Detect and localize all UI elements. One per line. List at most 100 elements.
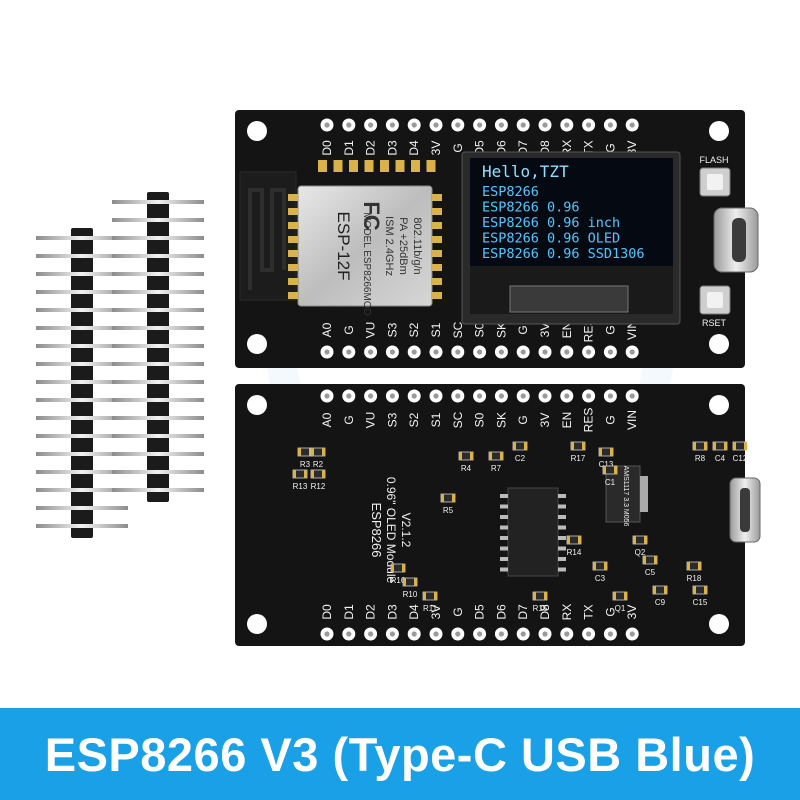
header-pin	[112, 236, 204, 240]
usb-c-port-back	[729, 477, 761, 543]
header-pin	[36, 398, 128, 402]
antenna-trace	[248, 188, 286, 290]
header-pin	[36, 452, 128, 456]
pin-label: S0	[473, 412, 487, 427]
pin-label: A0	[320, 322, 334, 337]
pin-label: G	[451, 607, 465, 616]
pin-label: S3	[385, 412, 399, 427]
component-label: C13	[599, 460, 614, 469]
smd-component: R12	[310, 469, 326, 491]
banner-title: ESP8266 V3 (Type-C USB Blue)	[44, 727, 756, 781]
header-pin	[112, 326, 204, 330]
component-label: C15	[693, 598, 708, 607]
component-label: R8	[695, 454, 706, 463]
component-label: R5	[443, 506, 454, 515]
header-pin	[36, 470, 128, 474]
component-label: R11	[423, 604, 438, 613]
pin-label: D6	[494, 604, 508, 620]
pin-label: G	[603, 607, 617, 616]
module-line3: 802.11b/g/n	[411, 217, 423, 274]
header-pin	[112, 488, 204, 492]
header-pin	[36, 254, 128, 258]
mount-hole	[709, 395, 729, 415]
flash-button[interactable]	[699, 167, 731, 197]
usb-c-port-front	[713, 207, 759, 273]
pin-label: S1	[429, 322, 443, 337]
header-pin	[36, 362, 128, 366]
header-pin	[112, 290, 204, 294]
smd-component: R4	[458, 451, 474, 473]
pin-label: G	[342, 415, 356, 424]
pin-header-right	[112, 192, 204, 502]
reset-button[interactable]	[699, 285, 731, 315]
smd-component: C4	[712, 441, 728, 463]
pin-label: D4	[407, 604, 421, 620]
pin-label: TX	[582, 604, 596, 619]
header-pin	[36, 326, 128, 330]
title-banner: ESP8266 V3 (Type-C USB Blue)	[0, 708, 800, 800]
pin-label: G	[451, 143, 465, 152]
oled-line: ESP8266 0.96 SSD1306	[482, 246, 645, 262]
header-pin	[36, 236, 128, 240]
pin-label: D2	[364, 604, 378, 620]
module-line2: PA +25dBm	[397, 217, 409, 275]
pin-label: G	[603, 415, 617, 424]
header-pin	[36, 524, 128, 528]
smd-component: R16	[390, 563, 406, 585]
pin-label: G	[516, 415, 530, 424]
smd-component: R5	[440, 493, 456, 515]
header-pin	[112, 218, 204, 222]
header-pin	[112, 452, 204, 456]
oled-ribbon	[509, 285, 629, 313]
smd-component: R2	[310, 447, 326, 469]
oled-line: ESP8266 0.96 inch	[482, 215, 620, 231]
pin-label: D5	[473, 604, 487, 620]
pin-label: 3V	[538, 413, 552, 428]
header-pin	[36, 506, 128, 510]
module-name: ESP-12F	[334, 212, 353, 281]
pin-label: S2	[407, 412, 421, 427]
smd-component: R17	[570, 441, 586, 463]
smd-component: R18	[686, 561, 702, 583]
smd-component: C13	[598, 447, 614, 469]
header-pin	[112, 200, 204, 204]
usb-serial-ic	[500, 487, 566, 577]
smd-component: Q1	[612, 591, 628, 613]
mount-hole	[709, 121, 729, 141]
component-label: R12	[311, 482, 326, 491]
smd-component: C3	[592, 561, 608, 583]
pin-label: A0	[320, 412, 334, 427]
header-pin	[112, 272, 204, 276]
pin-label: S2	[407, 322, 421, 337]
pin-label: D0	[320, 604, 334, 620]
header-pin	[36, 434, 128, 438]
pin-label: S3	[385, 322, 399, 337]
mount-hole	[709, 334, 729, 354]
component-label: Q2	[635, 548, 646, 557]
back-title-1: ESP8266	[369, 503, 384, 558]
component-label: R4	[461, 464, 472, 473]
component-label: C1	[605, 478, 616, 487]
smd-component: C12	[732, 441, 748, 463]
pin-label: G	[603, 325, 617, 334]
oled-line: ESP8266 0.96 OLED	[482, 231, 620, 247]
pin-label: D3	[385, 604, 399, 620]
pin-label: G	[342, 325, 356, 334]
header-pin	[112, 344, 204, 348]
pin-label: VU	[364, 322, 378, 339]
smd-component: R10	[402, 577, 418, 599]
header-pin	[112, 398, 204, 402]
smd-component: R14	[566, 535, 582, 557]
oled-line: ESP8266 0.96	[482, 200, 580, 216]
pin-headers	[36, 192, 204, 538]
pin-label: SC	[451, 411, 465, 428]
smd-component: R13	[292, 469, 308, 491]
pin-label: SK	[494, 412, 508, 428]
voltage-regulator	[605, 465, 648, 523]
header-pin	[112, 470, 204, 474]
pin-label: D3	[385, 140, 399, 156]
header-pin	[36, 488, 128, 492]
component-label: R2	[313, 460, 324, 469]
